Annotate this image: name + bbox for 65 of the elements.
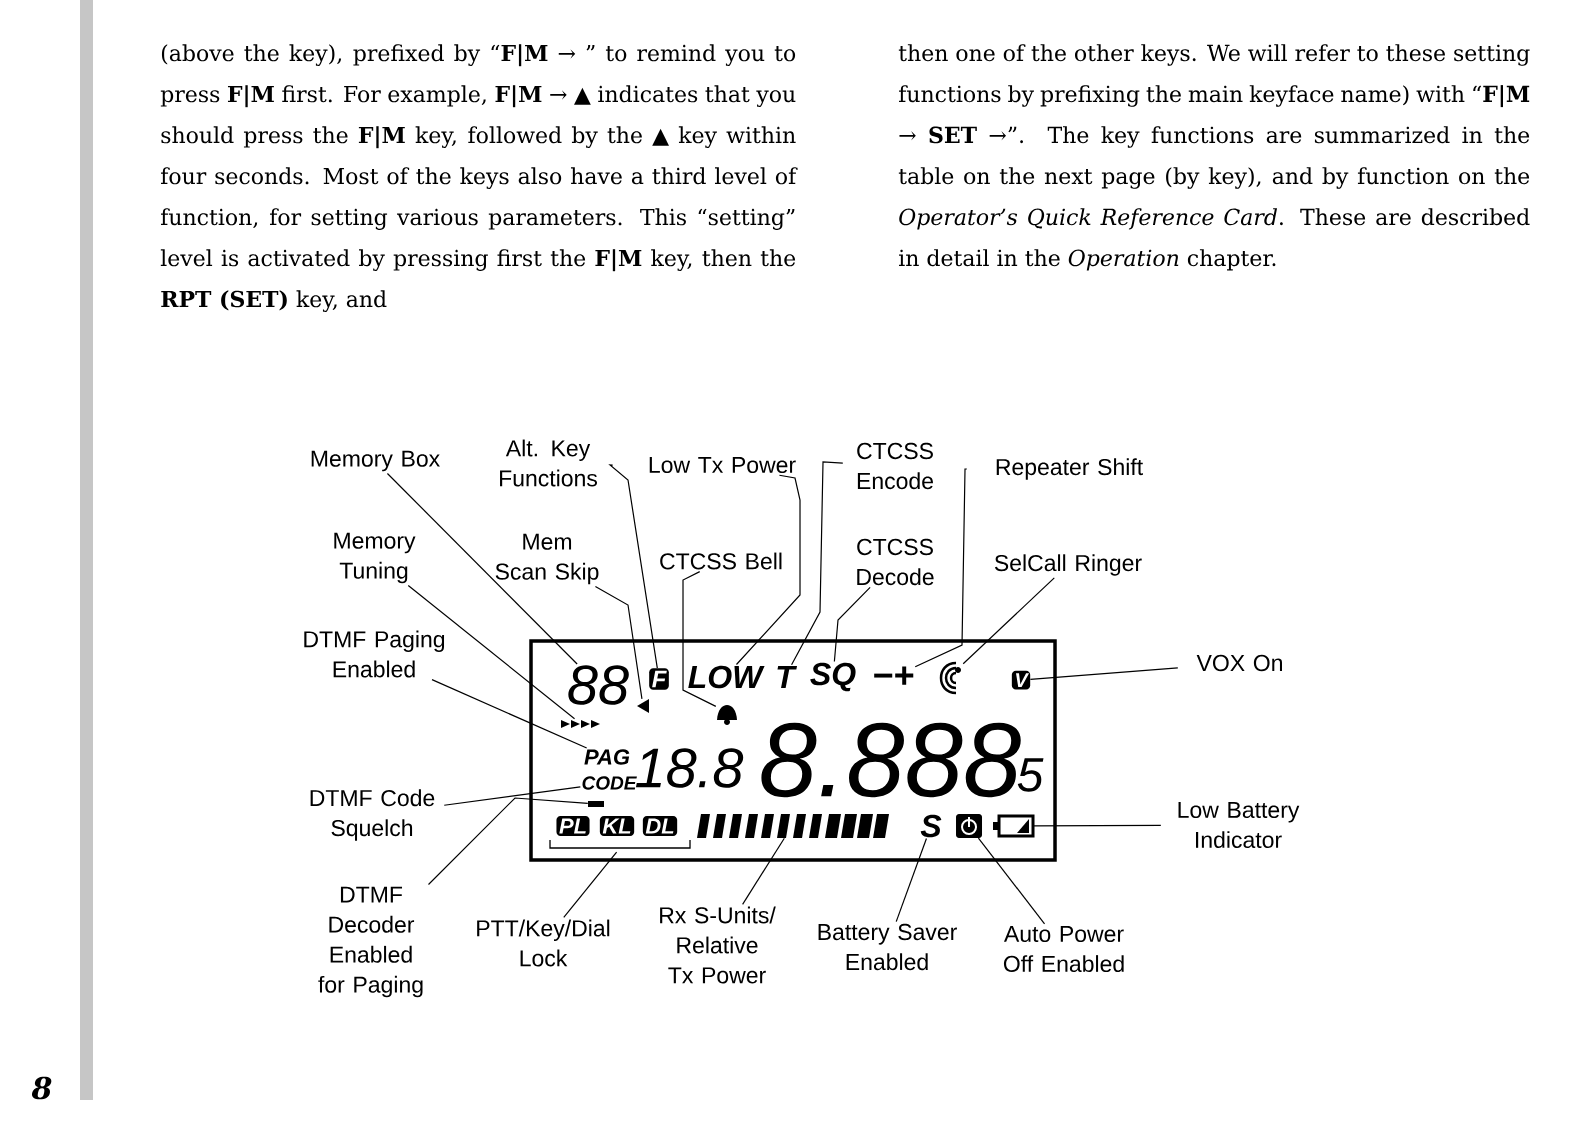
callout-label: Low Battery Indicator — [1178, 802, 1300, 849]
leader-line — [563, 851, 618, 918]
callout-label: VOX On — [1196, 654, 1282, 672]
leader-line — [608, 464, 658, 669]
callout-label: Memory Tuning — [334, 532, 416, 584]
leader-line — [427, 797, 589, 886]
body-paragraph: then one of the other keys. We will refer to these setting functions by prefixing the main keyface name) with “F|M → SET →”. The key functions are summarized in the table on the next page (by key), and by function on the Operator’s Quick Reference Card. These are described in detail in the Operation chapter. — [898, 44, 1530, 271]
segment-digits: 88 — [568, 665, 629, 705]
callout-label: Repeater Shift — [996, 458, 1143, 480]
leader-line — [735, 474, 801, 666]
leader-line — [742, 837, 785, 905]
indicator-text: CODE — [582, 776, 637, 790]
underline-segment — [588, 801, 604, 807]
leader-line — [895, 837, 928, 923]
callout-label: CTCSS Bell — [660, 552, 782, 570]
battery-icon — [993, 814, 1035, 838]
callout-label: DTMF Decoder Enabled for Paging — [318, 886, 423, 998]
indicator-badge: DL — [642, 815, 678, 837]
indicator-badge: F — [649, 668, 669, 690]
callout-label: CTCSS Encode — [857, 442, 933, 490]
indicator-badge: KL — [599, 815, 635, 837]
page-number: 8 — [32, 1076, 52, 1100]
signal-bar-graph — [697, 814, 889, 838]
arrow-segment-icon — [561, 720, 600, 728]
lcd-display-frame — [529, 639, 1057, 862]
callout-label: DTMF Code Squelch — [310, 789, 435, 841]
callout-label: SelCall Ringer — [994, 554, 1142, 576]
callout-label: DTMF Paging Enabled — [304, 630, 445, 678]
leader-line — [682, 571, 717, 707]
callout-label: CTCSS Decode — [857, 538, 934, 586]
leader-line — [594, 585, 643, 700]
leader-line — [962, 577, 1055, 665]
indicator-badge: PL — [556, 815, 590, 837]
callout-label: Battery Saver Enabled — [818, 923, 957, 971]
leader-line — [431, 679, 588, 749]
leader-line — [791, 461, 844, 666]
indicator-text: S — [920, 814, 942, 838]
leader-line — [407, 584, 576, 720]
callout-label: Memory Box — [311, 450, 440, 472]
callout-label: Rx S-Units/ Relative Tx Power — [660, 906, 776, 984]
callout-label: Auto Power Off Enabled — [1003, 926, 1124, 973]
callout-label: Alt. Key Functions — [500, 439, 597, 487]
bell-icon — [717, 705, 737, 725]
indicator-text: PAG — [584, 749, 630, 765]
leader-line — [386, 472, 578, 665]
indicator-badge: V — [1011, 670, 1031, 690]
indicator-text: T — [777, 666, 798, 688]
ringer-icon — [939, 661, 961, 695]
indicator-text: LOW — [688, 665, 765, 689]
indicator-text: SQ — [810, 662, 856, 692]
leader-line — [443, 786, 581, 806]
clock-icon — [956, 814, 982, 838]
leader-line — [833, 586, 871, 663]
leader-line — [1029, 667, 1179, 680]
leader-line — [1032, 824, 1162, 827]
leader-line — [977, 837, 1046, 925]
callout-label: Mem Scan Skip — [495, 533, 599, 585]
callout-label: Low Tx Power — [649, 457, 796, 474]
triangle-icon — [637, 699, 649, 713]
body-paragraph: (above the key), prefixed by “F|M → ” to remind you to press F|M first. For example, F|M → ▲ indicates that you should press the F|M key, followed by the ▲ key within four seconds. Most of the keys also have a third level of function, for setting various parameters. This “setting” level is activated by pressing first the F|M key, then the RPT (SET) key, and — [160, 44, 798, 312]
segment-digits: 18.8 — [635, 748, 744, 788]
bracket — [549, 839, 691, 849]
indicator-text: −+ — [874, 666, 914, 685]
callout-label: PTT/Key/Dial Lock — [477, 919, 610, 967]
leader-line — [914, 468, 968, 668]
